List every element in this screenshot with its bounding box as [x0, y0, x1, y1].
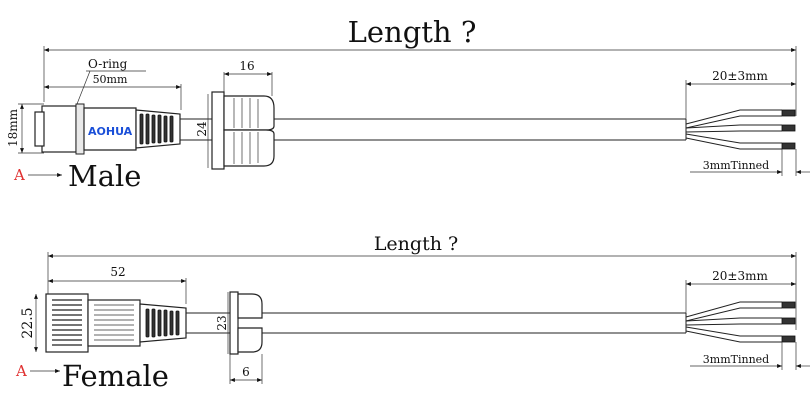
female-nut-lower — [237, 327, 263, 353]
female-tinned-tip-2 — [781, 317, 796, 325]
male-connector-body — [83, 107, 137, 151]
female-coupling-threads — [52, 299, 82, 346]
oring-label: O-ring — [88, 57, 128, 71]
male-nut-ridges — [233, 98, 259, 164]
female-tinned-label: 3mmTinned — [703, 353, 769, 366]
male-length-label: Length ? — [348, 15, 477, 49]
female-tinned-tip-3 — [781, 335, 796, 343]
male-nut-flange — [211, 91, 225, 170]
female-strain-relief — [139, 303, 187, 343]
male-oring — [75, 103, 85, 155]
aohua-logo: AOHUA — [88, 125, 133, 138]
male-nut-lower-lobe — [223, 129, 275, 167]
female-dim-6: 6 — [242, 365, 250, 379]
male-dim-16: 16 — [239, 59, 254, 73]
female-wires — [685, 301, 796, 343]
male-tinned-label: 3mmTinned — [703, 159, 769, 172]
female-tinned-tip-1 — [781, 301, 796, 309]
male-tinned-tip-2 — [781, 124, 796, 132]
male-strip-label: 20±3mm — [712, 69, 768, 83]
male-dim-24: 24 — [195, 121, 209, 137]
male-label: Male — [68, 159, 141, 193]
male-section-letter: A — [13, 166, 25, 184]
female-strip-label: 20±3mm — [712, 269, 768, 283]
female-dim-22-5: 22.5 — [20, 307, 36, 338]
female-length-label: Length ? — [374, 233, 458, 255]
female-body-threads — [94, 304, 134, 341]
male-connector-tip — [34, 111, 45, 147]
female-nut-upper — [237, 293, 263, 319]
male-nut-upper-lobe — [223, 95, 275, 131]
male-connector-drawing: Length ? O-ring 50mm 16 18mm AOHUA — [6, 15, 810, 193]
male-connector-head — [41, 105, 77, 153]
female-label: Female — [62, 359, 169, 393]
male-dim-18: 18mm — [6, 108, 20, 147]
male-tinned-tip-3 — [781, 142, 796, 150]
male-grip-ribs — [139, 113, 174, 145]
female-coupling-nut — [45, 293, 89, 353]
female-nut-flange — [229, 291, 239, 355]
female-section-letter: A — [15, 362, 27, 380]
female-connector-body — [87, 299, 141, 347]
female-connector-drawing: Length ? 52 22.5 — [15, 233, 810, 393]
female-grip-ribs — [145, 308, 180, 338]
male-wires — [685, 109, 796, 150]
male-tinned-tip-1 — [781, 109, 796, 117]
female-dim-52: 52 — [110, 265, 125, 279]
oring-leader — [76, 70, 91, 105]
male-length-50: 50mm — [93, 73, 128, 86]
female-dim-23: 23 — [215, 315, 229, 330]
